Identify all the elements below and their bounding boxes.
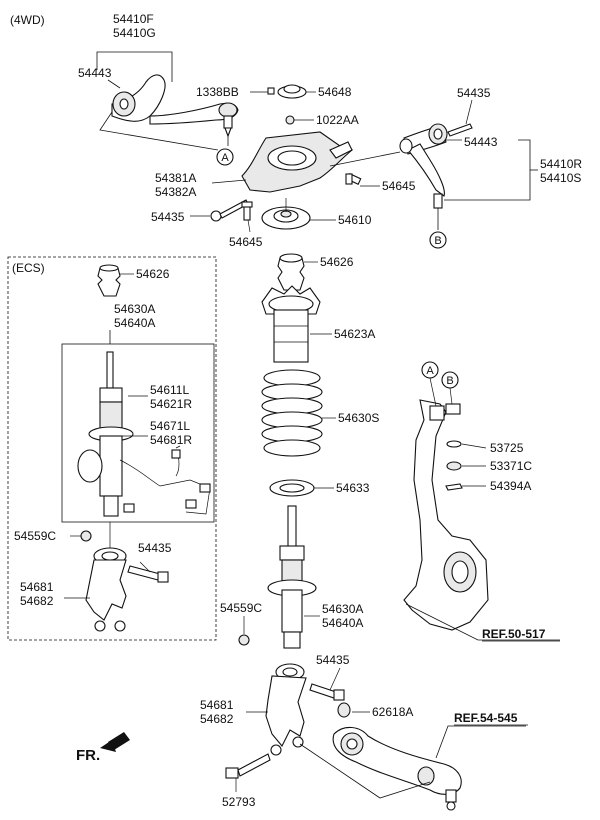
steering-knuckle [403, 399, 489, 631]
drive-type-label: (4WD) [10, 13, 45, 27]
bolt-54645-left [241, 201, 253, 221]
callout-a-knuckle-text: A [426, 365, 434, 377]
fr-label: FR. [76, 747, 100, 764]
label-bolt-right: 54435 [457, 86, 491, 100]
label-bolt-ecs: 54435 [138, 541, 172, 555]
label-bracket-2: 54382A [155, 185, 196, 199]
label-insulator: 54610 [338, 213, 372, 227]
label-bushing-left: 54443 [78, 66, 112, 80]
part-labels: 54410F 54410G 54443 1338BB 54648 1022AA … [14, 12, 582, 809]
insulator-54610 [261, 198, 311, 230]
ecs-strut-box [61, 343, 215, 523]
label-nut-62618a: 62618A [372, 705, 413, 719]
lower-arm [332, 726, 462, 811]
label-nut-53371c: 53371C [490, 459, 532, 473]
label-strut-ecs-2: 54640A [114, 316, 155, 330]
upper-arm-left [111, 74, 239, 138]
label-bolt-54645-right: 54645 [382, 179, 416, 193]
label-spring: 54630S [338, 411, 379, 425]
label-bushing-right: 54443 [464, 135, 498, 149]
nut-1022aa [285, 115, 295, 125]
strut-54630a [267, 505, 317, 649]
washer-53725 [446, 440, 462, 448]
label-strut-ecs-1: 54630A [114, 302, 155, 316]
label-mount-cap: 54648 [318, 85, 352, 99]
label-harness-1: 54671L [150, 419, 190, 433]
bolt-54435-fork [309, 683, 345, 701]
label-bolt-54645-left: 54645 [229, 235, 263, 249]
label-pin: 54394A [490, 479, 531, 493]
leader-lines [64, 91, 487, 792]
fork-ecs [85, 547, 127, 632]
label-nut-1022aa: 1022AA [316, 113, 359, 127]
label-bolt-left: 54435 [151, 210, 185, 224]
nut-54559c [238, 634, 250, 646]
label-fork-2: 54682 [200, 712, 234, 726]
bolt-54435-ecs [127, 565, 169, 583]
callout-a-upper-text: A [221, 152, 229, 164]
bolt-54645-right [345, 173, 362, 185]
label-fork-ecs-1: 54681 [20, 580, 54, 594]
label-strut-1: 54630A [322, 602, 363, 616]
label-upper-arm-left-1: 54410F [113, 12, 154, 26]
label-strut-inner-2: 54621R [150, 397, 192, 411]
label-bumper-ecs: 54626 [136, 267, 170, 281]
label-bumper: 54626 [320, 255, 354, 269]
ecs-box [7, 256, 217, 641]
ref-lower-arm: REF.54-545 [454, 711, 518, 725]
label-washer: 53725 [490, 441, 524, 455]
ecs-label: (ECS) [12, 261, 45, 275]
callout-b-upper [429, 231, 447, 249]
label-upper-arm-right-2: 54410S [540, 171, 581, 185]
label-bolt-52793: 52793 [222, 795, 256, 809]
callout-a-upper [216, 148, 234, 166]
strut-ecs [77, 351, 211, 517]
label-bolt-1338bb: 1338BB [196, 85, 239, 99]
nut-62618a [337, 702, 351, 718]
mount-cap [277, 84, 307, 99]
bolt-52793 [225, 753, 271, 779]
label-nut-strut: 54559C [220, 601, 262, 615]
callout-b-upper-text: B [434, 235, 441, 247]
coil-spring-54630s [261, 369, 323, 457]
bolt-54435-right [447, 123, 473, 137]
nut-53371c [446, 461, 462, 471]
dust-cover-54623a [261, 285, 321, 363]
nut-54559c-ecs [80, 530, 92, 542]
fork-54681 [265, 663, 307, 756]
spring-pad-54633 [269, 479, 315, 497]
bolt-1338bb [267, 87, 275, 95]
label-strut-inner-1: 54611L [150, 383, 189, 397]
label-spring-pad: 54633 [336, 481, 370, 495]
front-arrow [100, 732, 130, 752]
label-dust-cover: 54623A [334, 327, 375, 341]
callout-b-knuckle-text: B [446, 375, 453, 387]
bumper-ecs [97, 264, 121, 297]
label-nut-ecs: 54559C [14, 529, 56, 543]
label-bracket-1: 54381A [155, 171, 196, 185]
upper-arm-right [399, 123, 448, 209]
ref-knuckle: REF.50-517 [482, 627, 546, 641]
label-fork-1: 54681 [200, 698, 234, 712]
label-strut-2: 54640A [322, 616, 363, 630]
strut-bracket [241, 131, 354, 193]
label-upper-arm-left-2: 54410G [113, 26, 156, 40]
bumper-54626 [277, 253, 305, 291]
pin-54394a [445, 483, 463, 491]
label-bolt-fork: 54435 [316, 653, 350, 667]
label-harness-2: 54681R [150, 433, 192, 447]
label-fork-ecs-2: 54682 [20, 594, 54, 608]
label-upper-arm-right-1: 54410R [540, 157, 582, 171]
